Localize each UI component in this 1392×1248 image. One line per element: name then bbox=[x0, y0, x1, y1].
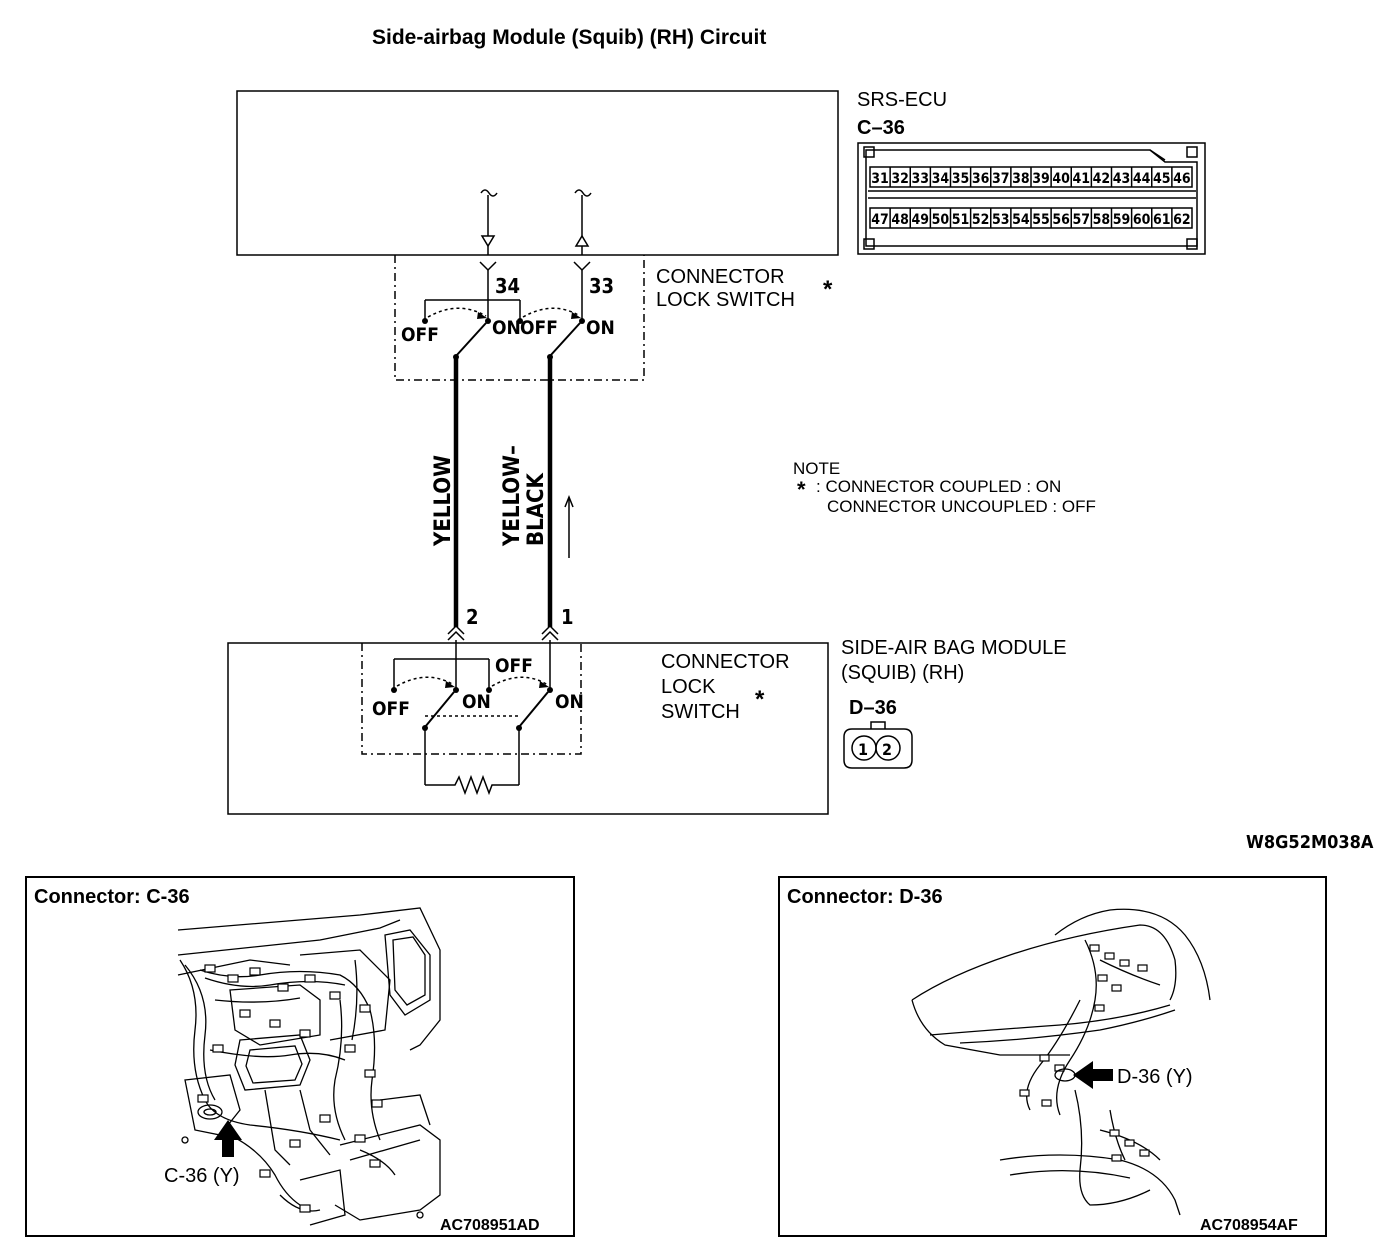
ecu-switch-on-2: ON bbox=[586, 317, 615, 339]
c36-pin-52: 52 bbox=[972, 212, 990, 228]
ecu-internal-wire-33 bbox=[574, 189, 592, 255]
ecu-name: SRS-ECU bbox=[857, 89, 947, 111]
c36-pin-60: 60 bbox=[1133, 212, 1151, 228]
c36-pin-36: 36 bbox=[972, 171, 990, 187]
ecu-switch-off-2: OFF bbox=[520, 317, 558, 339]
c36-pin-43: 43 bbox=[1113, 171, 1131, 187]
module-switch-left bbox=[391, 658, 490, 731]
d36-pointer-arrow-icon bbox=[1073, 1061, 1113, 1089]
c36-pin-47: 47 bbox=[871, 212, 889, 228]
c36-pin-45: 45 bbox=[1153, 171, 1171, 187]
c36-pin-42: 42 bbox=[1093, 171, 1111, 187]
c36-pin-51: 51 bbox=[952, 212, 970, 228]
terminal-33 bbox=[573, 261, 591, 319]
c36-pin-46: 46 bbox=[1173, 171, 1191, 187]
panel-c36-code: AC708951AD bbox=[440, 1217, 540, 1234]
ecu-connector-label: C–36 bbox=[857, 117, 905, 139]
pin-33-label: 33 bbox=[589, 274, 614, 298]
seat-illustration bbox=[911, 908, 1211, 1216]
note-line-2: CONNECTOR UNCOUPLED : OFF bbox=[827, 497, 1096, 516]
squib-resistor-icon bbox=[424, 728, 520, 796]
d36-callout: D-36 (Y) bbox=[1117, 1066, 1193, 1088]
c36-pin-62: 62 bbox=[1173, 212, 1191, 228]
wire-color-yellow-black-2: BLACK bbox=[524, 472, 549, 546]
module-lock-switch-star: * bbox=[755, 686, 765, 713]
wire-color-yellow: YELLOW bbox=[431, 455, 456, 547]
c36-pin-39: 39 bbox=[1032, 171, 1050, 187]
d36-pin-2: 2 bbox=[882, 740, 892, 759]
module-pin-2-label: 2 bbox=[466, 605, 479, 629]
current-direction-arrow bbox=[564, 494, 574, 558]
ecu-lock-switch-box bbox=[394, 255, 645, 381]
note-star: * bbox=[797, 477, 806, 502]
c36-pin-54: 54 bbox=[1012, 212, 1030, 228]
ecu-switch-off-1: OFF bbox=[401, 324, 439, 346]
ecu-switch-left bbox=[422, 299, 521, 360]
pin-34-label: 34 bbox=[495, 274, 520, 298]
module-name-1: SIDE-AIR BAG MODULE bbox=[841, 637, 1067, 659]
c36-pin-32: 32 bbox=[891, 171, 909, 187]
c36-pin-37: 37 bbox=[992, 171, 1010, 187]
panel-c36-heading: Connector: C-36 bbox=[34, 886, 190, 908]
ecu-box bbox=[236, 90, 839, 256]
dashboard-illustration bbox=[177, 907, 441, 1226]
module-switch-off-top: OFF bbox=[495, 655, 533, 677]
ecu-switch-on-1: ON bbox=[492, 317, 521, 339]
page-title: Side-airbag Module (Squib) (RH) Circuit bbox=[372, 26, 766, 49]
c36-pin-61: 61 bbox=[1153, 212, 1171, 228]
module-switch-on-1: ON bbox=[462, 691, 491, 713]
c36-pin-31: 31 bbox=[871, 171, 889, 187]
wire-color-yellow-black-1: YELLOW– bbox=[500, 445, 525, 547]
module-pin-1-label: 1 bbox=[561, 605, 574, 629]
c36-pin-49: 49 bbox=[912, 212, 930, 228]
c36-pin-33: 33 bbox=[912, 171, 930, 187]
ecu-internal-wire-34 bbox=[480, 189, 498, 255]
c36-pin-41: 41 bbox=[1073, 171, 1091, 187]
module-lock-switch-box bbox=[361, 643, 582, 755]
module-lock-switch-label-1: CONNECTOR bbox=[661, 651, 790, 673]
d36-pin-1: 1 bbox=[858, 740, 868, 759]
c36-pin-53: 53 bbox=[992, 212, 1010, 228]
diagram-code: W8G52M038A bbox=[1246, 832, 1374, 853]
c36-pin-56: 56 bbox=[1052, 212, 1070, 228]
module-lock-switch-label-3: SWITCH bbox=[661, 701, 740, 723]
c36-pin-35: 35 bbox=[952, 171, 970, 187]
module-switch-off-left: OFF bbox=[372, 698, 410, 720]
terminal-34 bbox=[479, 261, 497, 319]
module-switch-right bbox=[486, 676, 553, 731]
c36-pin-57: 57 bbox=[1073, 212, 1091, 228]
d36-connector-face: 1 2 bbox=[843, 721, 913, 769]
c36-pin-59: 59 bbox=[1113, 212, 1131, 228]
module-name-2: (SQUIB) (RH) bbox=[841, 662, 964, 684]
module-lock-switch-label-2: LOCK bbox=[661, 676, 716, 698]
ecu-lock-switch-label-1: CONNECTOR bbox=[656, 266, 785, 288]
c36-pin-40: 40 bbox=[1052, 171, 1070, 187]
panel-d36-code: AC708954AF bbox=[1200, 1217, 1298, 1234]
module-switch-on-2: ON bbox=[555, 691, 584, 713]
c36-pin-44: 44 bbox=[1133, 171, 1151, 187]
ecu-lock-switch-star: * bbox=[823, 276, 833, 303]
c36-pin-58: 58 bbox=[1093, 212, 1111, 228]
c36-pin-38: 38 bbox=[1012, 171, 1030, 187]
module-terminal-2 bbox=[447, 624, 465, 641]
panel-d36 bbox=[778, 876, 1327, 1237]
c36-callout: C-36 (Y) bbox=[164, 1165, 240, 1187]
module-connector-label: D–36 bbox=[849, 697, 897, 719]
module-box bbox=[227, 642, 829, 815]
c36-pin-55: 55 bbox=[1032, 212, 1050, 228]
c36-pin-34: 34 bbox=[932, 171, 950, 187]
note-heading: NOTE bbox=[793, 459, 840, 478]
c36-pointer-arrow-icon bbox=[214, 1120, 242, 1157]
note-line-1: : CONNECTOR COUPLED : ON bbox=[816, 477, 1061, 496]
ecu-lock-switch-label-2: LOCK SWITCH bbox=[656, 289, 795, 311]
panel-d36-heading: Connector: D-36 bbox=[787, 886, 943, 908]
c36-pin-48: 48 bbox=[891, 212, 909, 228]
module-terminal-1 bbox=[541, 624, 559, 641]
panel-c36 bbox=[25, 876, 575, 1237]
c36-pin-50: 50 bbox=[932, 212, 950, 228]
